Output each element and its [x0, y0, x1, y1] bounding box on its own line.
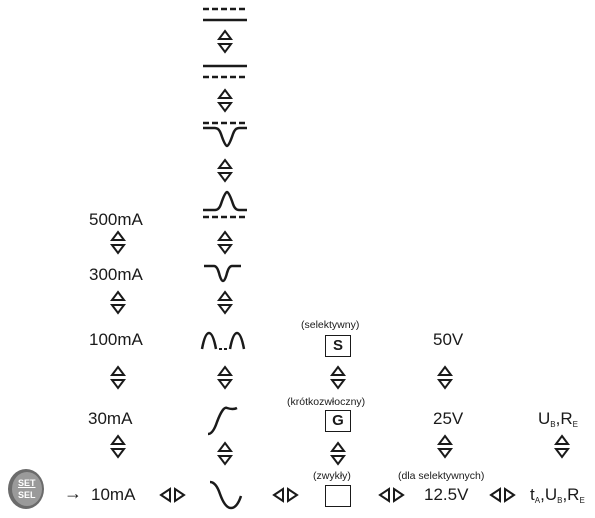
updown-icon[interactable]	[217, 158, 233, 184]
updown-icon[interactable]	[217, 365, 233, 391]
waveform-sine-negative-start-icon	[209, 480, 243, 510]
updown-icon[interactable]	[554, 434, 570, 460]
updown-icon[interactable]	[217, 230, 233, 256]
leftright-icon[interactable]	[489, 487, 517, 503]
voltage-50v: 50V	[433, 330, 464, 349]
waveform-pulse-positive-icon	[203, 190, 247, 219]
arrow-right-icon: →	[64, 483, 82, 503]
label-short-delay: (krótkozwłoczny)	[287, 396, 366, 408]
measure-ta-ub-re: tA,UB,RE	[530, 485, 585, 505]
label-normal: (zwykły)	[313, 470, 351, 482]
updown-icon[interactable]	[217, 29, 233, 55]
normal-box	[325, 485, 351, 507]
updown-icon[interactable]	[217, 290, 233, 316]
updown-icon[interactable]	[110, 365, 126, 391]
label-selective: (selektywny)	[301, 319, 360, 331]
updown-icon[interactable]	[217, 88, 233, 114]
selective-box: S	[325, 335, 351, 357]
waveform-dc-positive-icon	[203, 64, 247, 79]
updown-icon[interactable]	[437, 365, 453, 391]
updown-icon[interactable]	[110, 230, 126, 256]
waveform-half-wave-negative-icon	[204, 264, 241, 283]
set-sel-button[interactable]: SET SEL	[6, 468, 44, 510]
updown-icon[interactable]	[110, 434, 126, 460]
current-100ma: 100mA	[89, 330, 143, 349]
leftright-icon[interactable]	[378, 487, 406, 503]
leftright-icon[interactable]	[159, 487, 187, 503]
sel-label: SEL	[18, 490, 36, 500]
waveform-pulse-negative-icon	[203, 121, 247, 148]
updown-icon[interactable]	[110, 290, 126, 316]
updown-icon[interactable]	[217, 441, 233, 467]
updown-icon[interactable]	[330, 441, 346, 467]
updown-icon[interactable]	[330, 365, 346, 391]
voltage-12-5v: 12.5V	[424, 485, 469, 504]
current-30ma: 30mA	[88, 409, 133, 428]
set-label: SET	[18, 478, 36, 488]
waveform-sine-positive-start-icon	[207, 406, 238, 436]
short-delay-box: G	[325, 410, 351, 432]
current-500ma: 500mA	[89, 210, 143, 229]
leftright-icon[interactable]	[272, 487, 300, 503]
label-for-selective: (dla selektywnych)	[398, 470, 485, 482]
updown-icon[interactable]	[437, 434, 453, 460]
voltage-25v: 25V	[433, 409, 464, 428]
button-shape-icon	[8, 469, 44, 509]
waveform-half-wave-gapped-icon	[200, 331, 246, 350]
waveform-dc-negative-icon	[203, 7, 247, 22]
measure-ub-re: UB,RE	[538, 409, 578, 429]
current-10ma: 10mA	[91, 485, 136, 504]
current-300ma: 300mA	[89, 265, 143, 284]
